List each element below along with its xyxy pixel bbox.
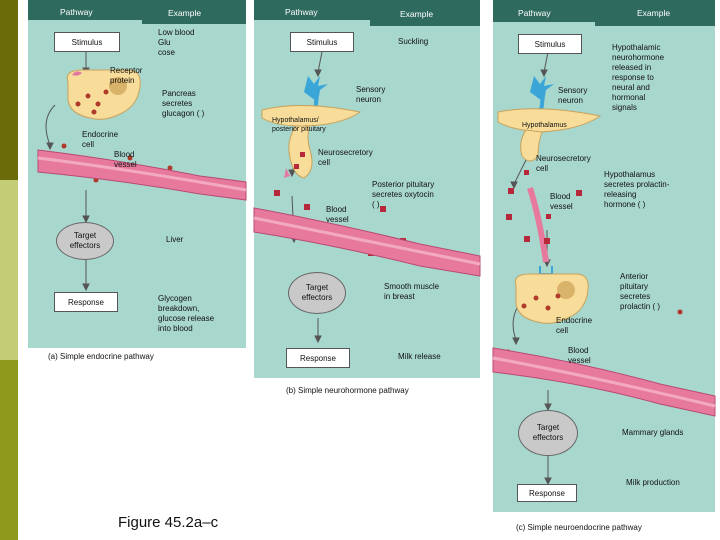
figure-title: Figure 45.2a–c: [118, 514, 219, 531]
panel-b-neurosecretory-cell-label: Neurosecretory cell: [318, 148, 373, 167]
panel-a-target-effectors: Target effectors: [56, 222, 114, 260]
panel-c-endocrine-cell-label: Endocrine cell: [556, 316, 593, 335]
panel-c-response-example: Milk production: [626, 478, 680, 487]
panel-a-blood-vessel-label: Blood vessel: [114, 150, 137, 169]
panel-c-hormone-squares: [506, 170, 582, 244]
panel-c-blood-vessel-label-2: Blood vessel: [568, 346, 591, 365]
panel-b-action-example: Posterior pituitary secretes oxytocin ( …: [372, 180, 435, 209]
panel-b-target-example: Smooth muscle in breast: [384, 282, 440, 301]
panel-a-header-pathway: Pathway: [60, 7, 93, 17]
sidebar-band-top: [0, 0, 18, 180]
panel-c-sensory-neuron-label: Sensory neuron: [558, 86, 588, 105]
panel-c-neurosecretory-cell-label: Neurosecretory cell: [536, 154, 591, 173]
panel-b-response-example: Milk release: [398, 352, 441, 361]
panel-c-endocrine-cell-shape: [514, 273, 589, 324]
panel-b-header-pathway: Pathway: [285, 7, 318, 17]
panel-a-stimulus-example: Low blood Glu cose: [158, 28, 195, 57]
panel-c-stimulus-example: Hypothalamic neurohormone released in re…: [612, 43, 665, 112]
panel-c-header-example: Example: [637, 8, 671, 18]
panel-c-stimulus-box: Stimulus: [518, 34, 582, 54]
panel-c-hypothalamus-label: Hypothalamus: [522, 122, 567, 129]
slide-sidebar: [0, 0, 18, 540]
sidebar-band-bottom: [0, 360, 18, 540]
panel-a-blood-vessel: [37, 149, 247, 201]
panel-a-response-box: Response: [54, 292, 118, 312]
panel-b-blood-vessel: [253, 207, 481, 277]
panel-c-target-effectors: Target effectors: [518, 410, 578, 456]
panel-a-response-example: Glycogen breakdown, glucose release into…: [158, 294, 215, 333]
panel-a-header-example: Example: [168, 8, 202, 18]
panel-c-header-pathway: Pathway: [518, 8, 551, 18]
panel-a-endocrine-cell-shape: [66, 69, 141, 120]
panel-c-action-example: Hypothalamus secretes prolactin- releasi…: [604, 170, 670, 209]
panel-c-header-example-tab: [595, 0, 715, 26]
panel-b-background: [254, 0, 480, 378]
panel-b-target-effectors: Target effectors: [288, 272, 346, 314]
panel-b-blood-vessel-label: Blood vessel: [326, 205, 349, 224]
panel-a-caption: (a) Simple endocrine pathway: [48, 352, 154, 361]
panel-a-endocrine-cell-label: Endocrine cell: [82, 130, 119, 149]
panel-c-receptor: [539, 266, 553, 275]
panel-b-caption: (b) Simple neurohormone pathway: [286, 386, 409, 395]
panel-b-stimulus-box: Stimulus: [290, 32, 354, 52]
panel-b-response-box: Response: [286, 348, 350, 368]
panel-a-receptor-protein-label: Receptor protein: [110, 66, 143, 85]
panel-c-blood-vessel-label-1: Blood vessel: [550, 192, 573, 211]
panel-b-sensory-neuron-label: Sensory neuron: [356, 85, 386, 104]
panel-b-stimulus-example: Suckling: [398, 37, 429, 46]
panel-c-target-example: Mammary glands: [622, 428, 684, 437]
panel-a-stimulus-box: Stimulus: [54, 32, 120, 52]
panel-a-target-example: Liver: [166, 235, 184, 244]
panel-c-pituitary-example: Anterior pituitary secretes prolactin ( …: [620, 272, 661, 311]
panel-c-response-box: Response: [517, 484, 577, 502]
panel-c-small-vessel: [527, 187, 549, 263]
panel-b-header-example-tab: [370, 0, 480, 26]
panel-a-action-example: Pancreas secretes glucagon ( ): [162, 89, 205, 118]
panel-b-header-example: Example: [400, 9, 434, 19]
panel-c-hypothalamus-shape: [497, 108, 602, 162]
panel-b-hypothalamus-label: Hypothalamus/ posterior pituitary: [272, 117, 326, 133]
panel-a-header-example-tab: [142, 0, 246, 24]
panel-c-caption: (c) Simple neuroendocrine pathway: [516, 523, 642, 532]
sidebar-band-middle: [0, 180, 18, 360]
panel-c-arrows: [510, 51, 552, 486]
panel-c-blood-vessel: [492, 347, 716, 417]
